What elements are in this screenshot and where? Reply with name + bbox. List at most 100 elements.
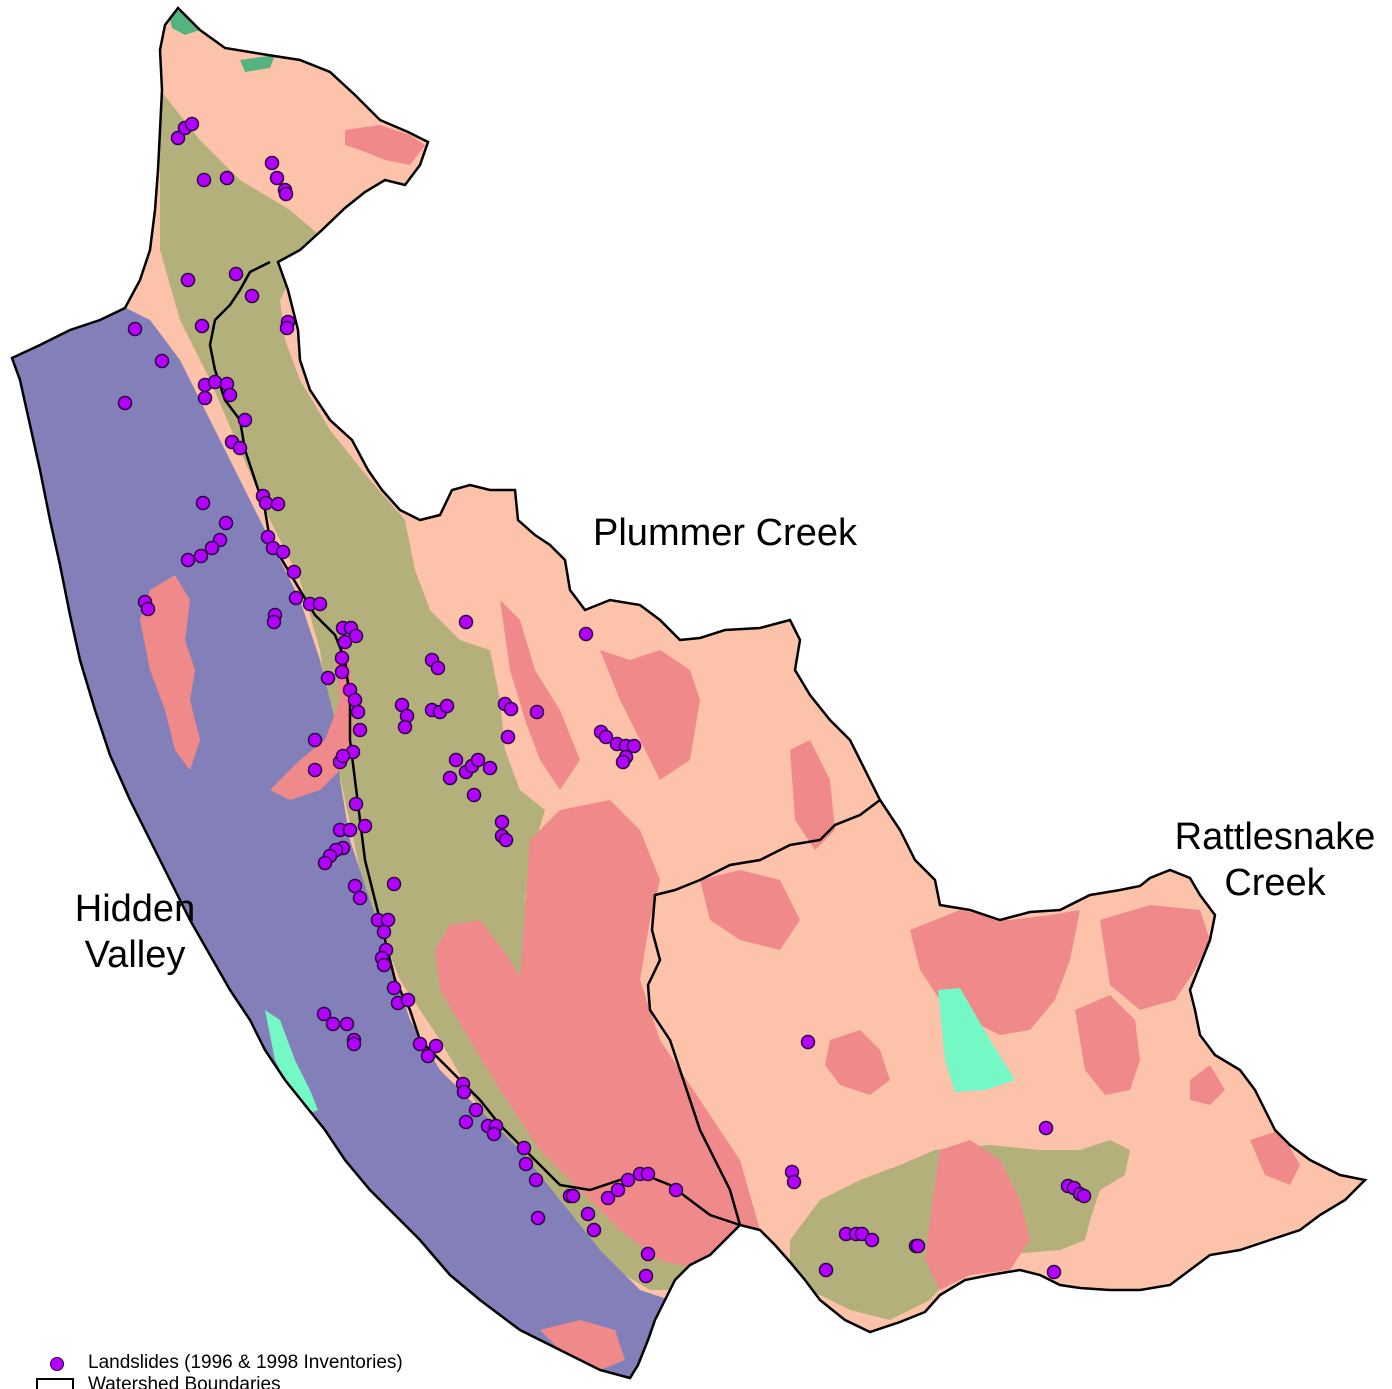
label-rattlesnake-line2: Creek — [1224, 862, 1326, 904]
landslide-point — [376, 957, 392, 973]
landslide-point — [342, 822, 358, 838]
landslide-point — [335, 748, 351, 764]
landslide-point — [610, 1182, 626, 1198]
landslide-point — [222, 387, 238, 403]
landslide-point — [1076, 1188, 1092, 1204]
landslide-point — [386, 980, 402, 996]
landslide-point — [580, 1206, 596, 1222]
landslide-point — [307, 762, 323, 778]
landuse-salmon — [140, 125, 1300, 1370]
landslide-point — [270, 496, 286, 512]
landslide-point — [397, 719, 413, 735]
landslide-point — [244, 288, 260, 304]
landslide-point — [1038, 1120, 1054, 1136]
landslide-point — [193, 548, 209, 564]
landslide-point — [170, 130, 186, 146]
landslide-point — [117, 395, 133, 411]
landslide-point — [325, 1016, 341, 1032]
landslide-point — [428, 1038, 444, 1054]
landslide-point — [348, 796, 364, 812]
landslide-point — [529, 704, 545, 720]
landslide-point — [626, 738, 642, 754]
landslide-point — [237, 412, 253, 428]
landslide-point — [800, 1034, 816, 1050]
landslide-point — [352, 722, 368, 738]
landslide-point — [530, 1210, 546, 1226]
landslide-point — [154, 353, 170, 369]
landslide-point — [500, 729, 516, 745]
label-hidden-line1: Hidden — [74, 888, 196, 930]
landslide-point — [498, 832, 514, 848]
landslide-point — [286, 564, 302, 580]
landslide-point — [266, 614, 282, 630]
landslide-point — [195, 495, 211, 511]
landslide-point — [910, 1238, 926, 1254]
boundary-symbol-icon — [36, 1378, 74, 1389]
landslide-point — [638, 1268, 654, 1284]
watershed-divide-east — [646, 799, 881, 1226]
label-plummer-creek: Plummer Creek — [593, 512, 857, 554]
landslide-point — [204, 540, 220, 556]
landslide-point — [668, 1182, 684, 1198]
landslide-point — [194, 318, 210, 334]
landslide-point — [578, 626, 594, 642]
landslide-point — [470, 752, 486, 768]
landslide-point — [468, 1102, 484, 1118]
landslide-point — [586, 1222, 602, 1238]
landslide-point — [458, 614, 474, 630]
landslide-point — [307, 732, 323, 748]
landslide-symbol-icon — [50, 1357, 64, 1371]
landslide-point — [312, 596, 328, 612]
landslide-point — [352, 890, 368, 906]
landslide-point — [615, 754, 631, 770]
landslide-point — [528, 1172, 544, 1188]
landslide-point — [316, 1006, 332, 1022]
landslide-point — [494, 814, 510, 830]
landslide-point — [864, 1232, 880, 1248]
landslide-point — [228, 266, 244, 282]
landslide-points — [117, 116, 1092, 1284]
label-rattlesnake-creek: Rattlesnake Creek — [1150, 814, 1392, 906]
landslide-point — [258, 495, 274, 511]
landslide-point — [350, 704, 366, 720]
landslide-point — [337, 634, 353, 650]
landslide-point — [376, 924, 392, 940]
landslide-point — [430, 660, 446, 676]
label-hidden-valley: Hidden Valley — [40, 886, 230, 978]
landslide-point — [196, 172, 212, 188]
label-rattlesnake-line1: Rattlesnake — [1174, 816, 1376, 858]
landslide-point — [448, 752, 464, 768]
landslide-point — [334, 650, 350, 666]
landslide-point — [482, 760, 498, 776]
landslide-point — [516, 1140, 532, 1156]
landuse-aqua-west — [265, 1010, 318, 1115]
landslide-point — [197, 390, 213, 406]
landslide-point — [486, 1126, 502, 1142]
legend-landslides-label: Landslides (1996 & 1998 Inventories) — [88, 1352, 403, 1373]
landslide-point — [600, 1190, 616, 1206]
landslide-point — [640, 1166, 656, 1182]
landslide-point — [269, 170, 285, 186]
landuse-aqua — [938, 988, 1015, 1092]
landslide-point — [565, 1188, 581, 1204]
landslide-point — [288, 590, 304, 606]
landslide-point — [620, 1172, 636, 1188]
landslide-point — [219, 170, 235, 186]
landslide-point — [442, 770, 458, 786]
landslide-point — [348, 628, 364, 644]
landslide-point — [347, 878, 363, 894]
landslide-point — [180, 552, 196, 568]
landslide-point — [518, 1156, 534, 1172]
landslide-point — [380, 912, 396, 928]
landslide-point — [232, 440, 248, 456]
landslide-point — [140, 601, 156, 617]
landslide-point — [786, 1174, 802, 1190]
landslide-point — [1046, 1264, 1062, 1280]
landslide-point — [400, 992, 416, 1008]
landslide-point — [320, 670, 336, 686]
legend-watershed-label: Watershed Boundaries — [88, 1374, 281, 1389]
landslide-point — [279, 320, 295, 336]
landslide-point — [357, 818, 373, 834]
landslide-point — [207, 374, 223, 390]
landslide-point — [218, 515, 234, 531]
